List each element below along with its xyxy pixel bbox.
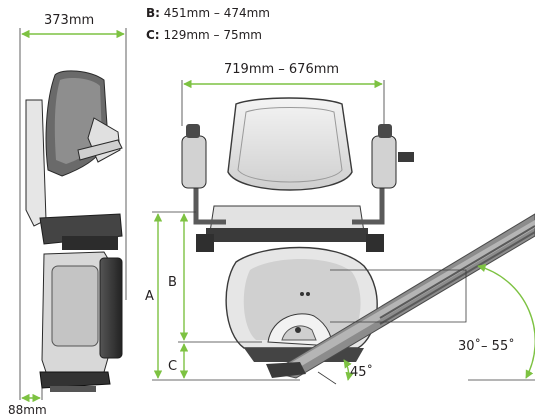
spec-b: B: 451mm – 474mm: [146, 6, 270, 20]
rail-angle-label: 30˚– 55˚: [458, 339, 515, 354]
spec-b-key: B:: [146, 6, 160, 20]
folded-side-view: [19, 28, 127, 400]
spec-c-key: C:: [146, 28, 160, 42]
spec-c: C: 129mm – 75mm: [146, 28, 262, 42]
dimension-a-label: A: [145, 289, 154, 304]
front-view: [181, 80, 414, 252]
mount-angle-label: 45˚: [350, 365, 374, 380]
stair-rail: [266, 213, 535, 379]
dimension-lines: [21, 29, 535, 403]
dimension-b-label: B: [168, 275, 177, 290]
spec-b-value: 451mm – 474mm: [163, 6, 270, 20]
spec-c-value: 129mm – 75mm: [163, 28, 262, 42]
front-width-label: 719mm – 676mm: [224, 62, 340, 77]
carriage-body: [225, 246, 378, 362]
folded-width-label: 373mm: [44, 13, 95, 28]
folded-depth-label: 88mm: [8, 403, 47, 417]
dimension-c-label: C: [168, 359, 178, 374]
